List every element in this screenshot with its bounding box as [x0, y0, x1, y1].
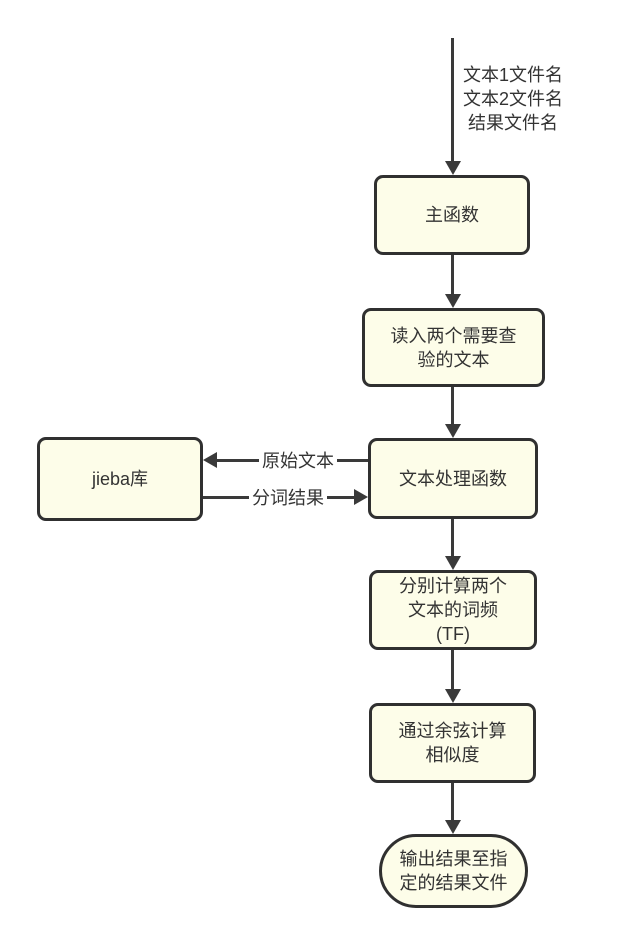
- connector-read-to-process: [451, 387, 454, 425]
- connector-main-to-read: [451, 255, 454, 296]
- arrowhead-down-icon: [444, 556, 461, 570]
- node-term-frequency: 分别计算两个 文本的词频 (TF): [369, 570, 537, 650]
- arrowhead-left-icon: [203, 452, 217, 468]
- arrowhead-down-icon: [444, 424, 461, 438]
- edge-label-segmentation-result: 分词结果: [249, 487, 327, 509]
- edge-label-original-text: 原始文本: [259, 450, 337, 472]
- arrowhead-down-icon: [444, 294, 461, 308]
- node-jieba-library: jieba库: [37, 437, 203, 521]
- node-main-function: 主函数: [374, 175, 530, 255]
- arrowhead-right-icon: [354, 489, 368, 505]
- node-text-process-function: 文本处理函数: [368, 438, 538, 519]
- arrowhead-down-icon: [444, 689, 461, 703]
- node-cosine-similarity: 通过余弦计算 相似度: [369, 703, 536, 783]
- node-read-texts: 读入两个需要查 验的文本: [362, 308, 545, 387]
- connector-process-to-tf: [451, 519, 454, 557]
- input-files-annotation: 文本1文件名 文本2文件名 结果文件名: [462, 65, 563, 133]
- arrowhead-down-icon: [444, 161, 461, 175]
- arrowhead-down-icon: [444, 820, 461, 834]
- connector-cosine-to-output: [451, 783, 454, 821]
- connector-tf-to-cosine: [451, 650, 454, 690]
- node-output-result: 输出结果至指 定的结果文件: [379, 834, 528, 908]
- connector-inputs-to-main: [451, 38, 454, 162]
